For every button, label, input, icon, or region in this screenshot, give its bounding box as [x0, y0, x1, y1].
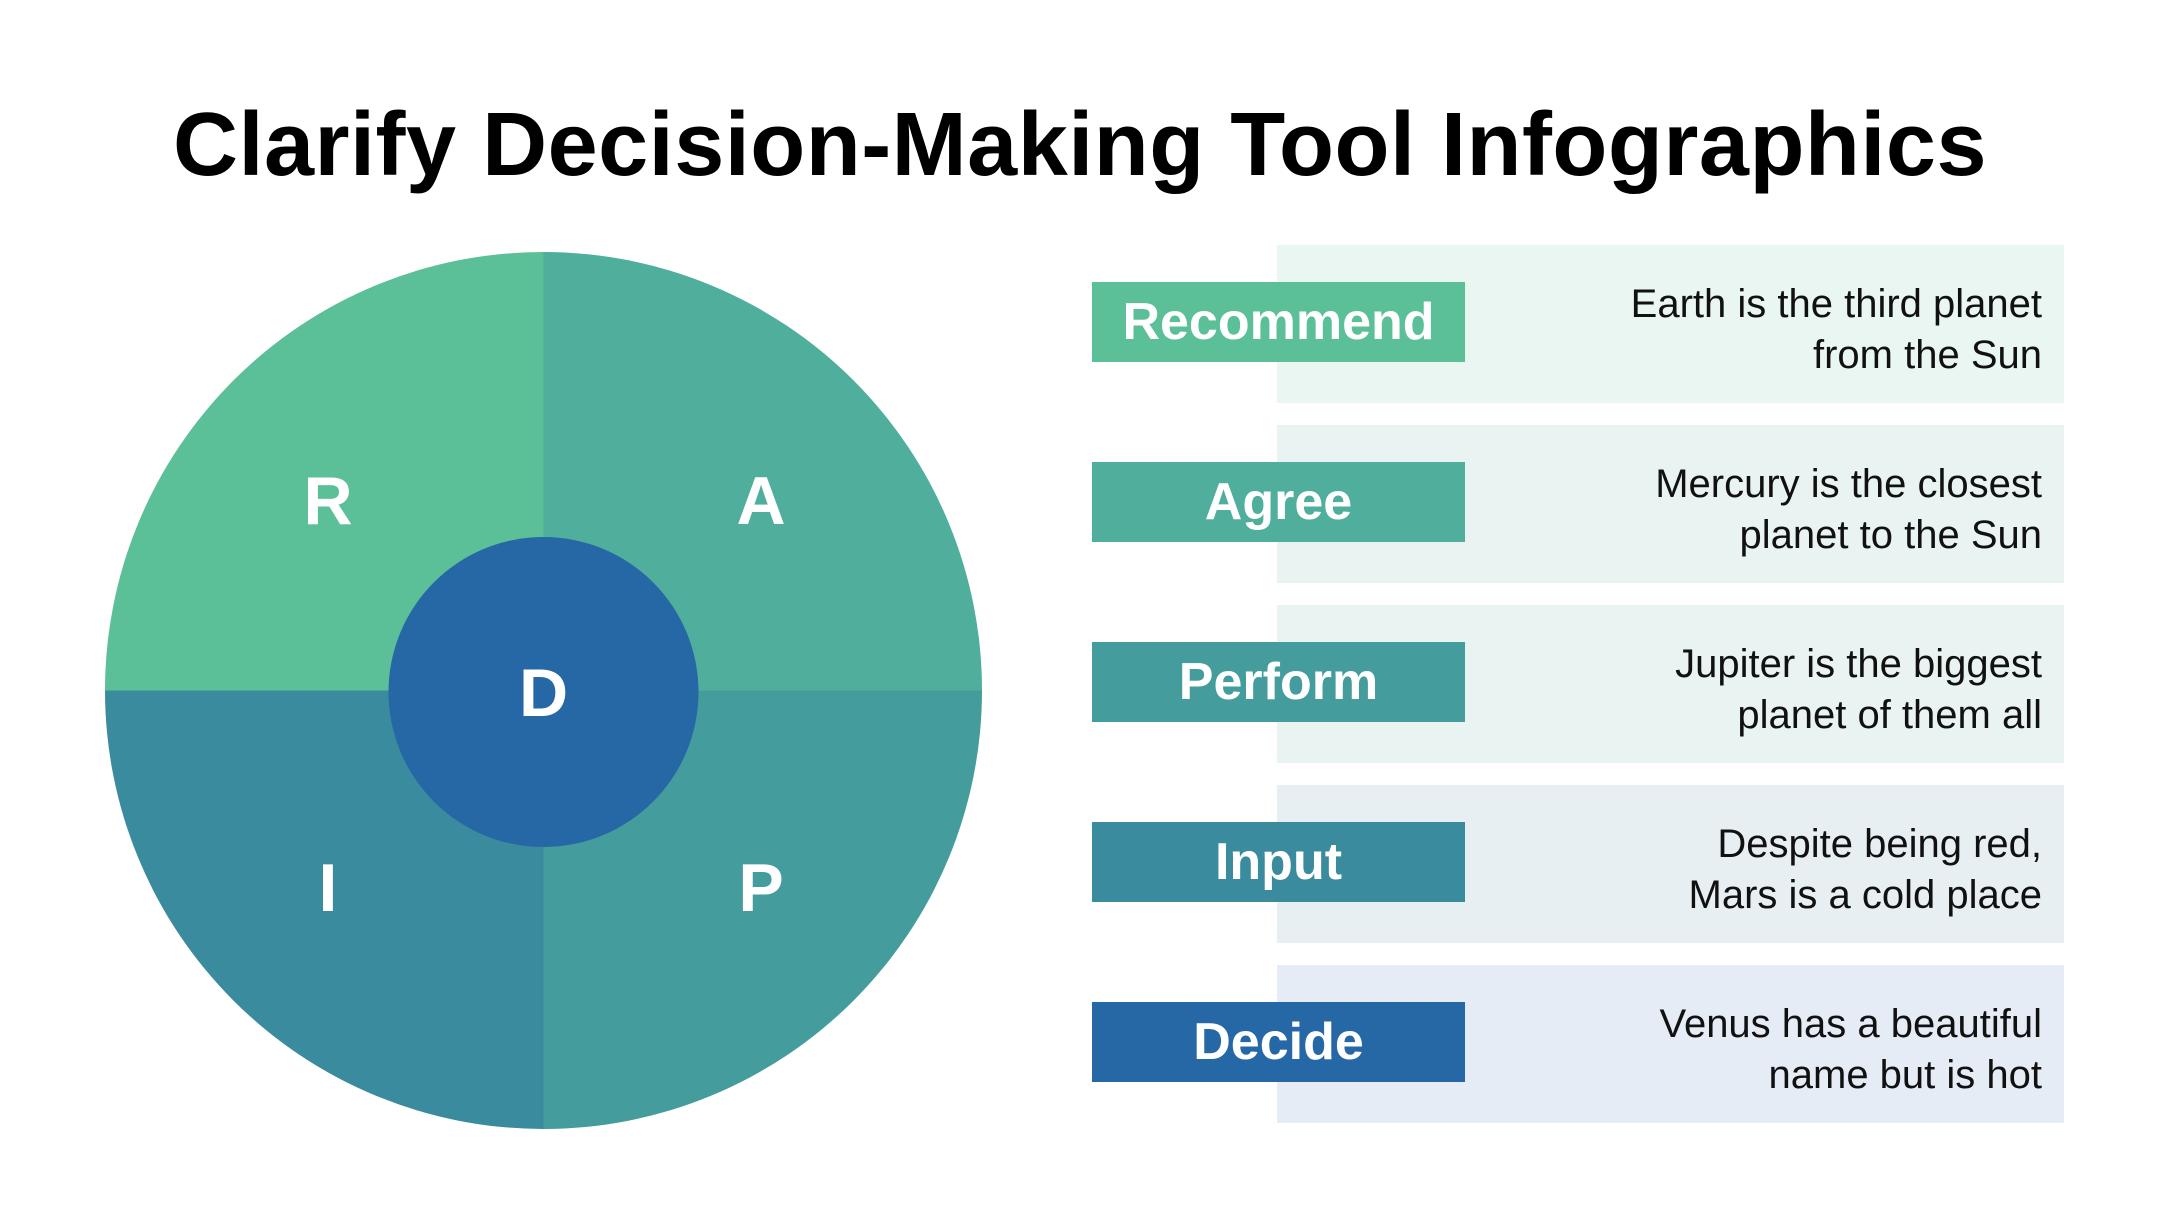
row-description: Mercury is the closest planet to the Sun — [1655, 462, 2042, 557]
row-decide: Decide Venus has a beautiful name but is… — [1092, 965, 2064, 1123]
row-label-input: Input — [1092, 822, 1465, 902]
row-description: Earth is the third planet from the Sun — [1630, 282, 2042, 377]
row-recommend: Recommend Earth is the third planet from… — [1092, 245, 2064, 403]
row-label-perform: Perform — [1092, 642, 1465, 722]
row-perform: Perform Jupiter is the biggest planet of… — [1092, 605, 2064, 763]
letter-i: I — [319, 850, 338, 926]
row-input: Input Despite being red, Mars is a cold … — [1092, 785, 2064, 943]
row-description: Despite being red, Mars is a cold place — [1688, 822, 2042, 917]
row-label-recommend: Recommend — [1092, 282, 1465, 362]
center-circle-d — [388, 537, 699, 847]
row-label-agree: Agree — [1092, 462, 1465, 542]
quadrant-r — [105, 252, 544, 691]
rapid-wheel: R A I P D — [105, 252, 982, 1129]
letter-p: P — [738, 850, 783, 926]
row-agree: Agree Mercury is the closest planet to t… — [1092, 425, 2064, 583]
row-description: Jupiter is the biggest planet of them al… — [1675, 642, 2042, 737]
page-title: Clarify Decision-Making Tool Infographic… — [172, 95, 1988, 195]
letter-d: D — [519, 655, 568, 731]
letter-a: A — [736, 463, 785, 539]
row-label-decide: Decide — [1092, 1002, 1465, 1082]
row-description: Venus has a beautiful name but is hot — [1659, 1002, 2042, 1097]
letter-r: R — [303, 463, 352, 539]
quadrant-a — [543, 252, 982, 691]
